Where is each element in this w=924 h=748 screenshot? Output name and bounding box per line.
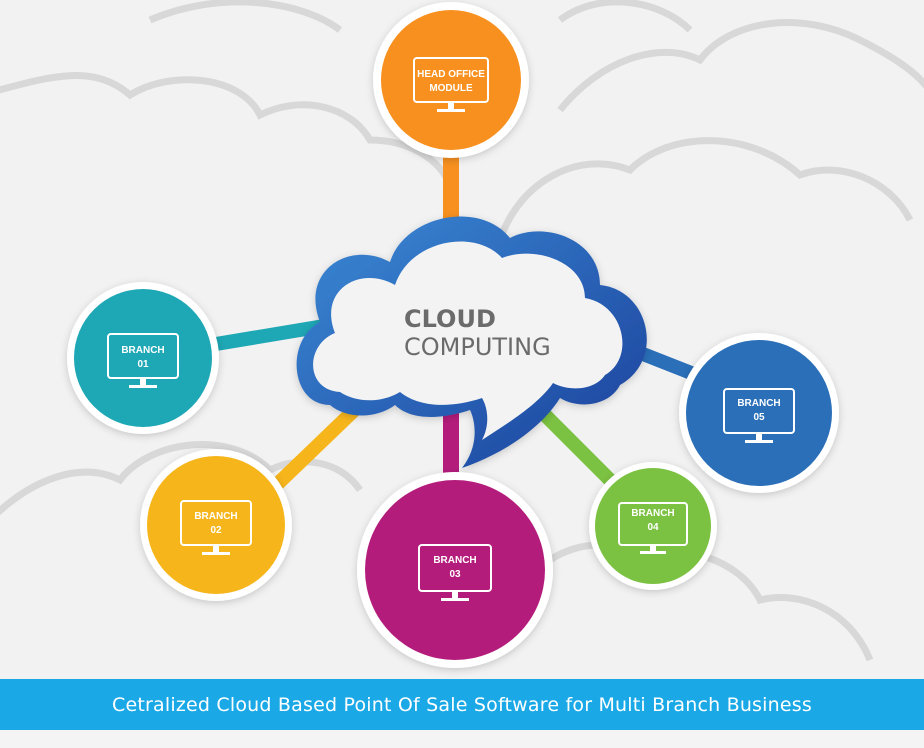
monitor-icon xyxy=(418,544,492,601)
monitor-icon xyxy=(180,500,252,555)
monitor-icon xyxy=(107,333,179,388)
node-label-line1: BRANCH xyxy=(737,398,780,409)
node-label-line1: BRANCH xyxy=(194,511,237,522)
cloud-title-line1: CLOUD xyxy=(404,305,496,333)
node-label-line1: BRANCH xyxy=(121,345,164,356)
monitor-icon xyxy=(723,388,795,443)
cloud-title-line2: COMPUTING xyxy=(404,333,551,361)
central-cloud: CLOUD COMPUTING xyxy=(296,216,647,468)
node-label-line2: 02 xyxy=(210,525,222,536)
node-label-line2: 03 xyxy=(449,569,461,580)
node-branch-04: BRANCH 04 xyxy=(589,462,717,590)
node-label-line1: BRANCH xyxy=(433,555,476,566)
node-label-line2: MODULE xyxy=(429,83,473,94)
node-head-office: HEAD OFFICE MODULE xyxy=(373,2,529,158)
monitor-icon xyxy=(413,57,489,112)
monitor-icon xyxy=(618,502,688,554)
bottom-strip xyxy=(0,730,924,748)
node-branch-05: BRANCH 05 xyxy=(679,333,839,493)
cloud-inner-shape xyxy=(313,241,623,440)
node-branch-03: BRANCH 03 xyxy=(357,472,553,668)
node-label-line2: 05 xyxy=(753,412,765,423)
caption-text: Cetralized Cloud Based Point Of Sale Sof… xyxy=(112,693,812,716)
node-branch-02: BRANCH 02 xyxy=(140,449,292,601)
node-branch-01: BRANCH 01 xyxy=(67,282,219,434)
node-label-line2: 04 xyxy=(647,522,659,533)
node-label-line1: BRANCH xyxy=(631,508,674,519)
node-label-line1: HEAD OFFICE xyxy=(417,69,485,80)
caption-bar: Cetralized Cloud Based Point Of Sale Sof… xyxy=(0,679,924,730)
node-label-line2: 01 xyxy=(137,359,149,370)
